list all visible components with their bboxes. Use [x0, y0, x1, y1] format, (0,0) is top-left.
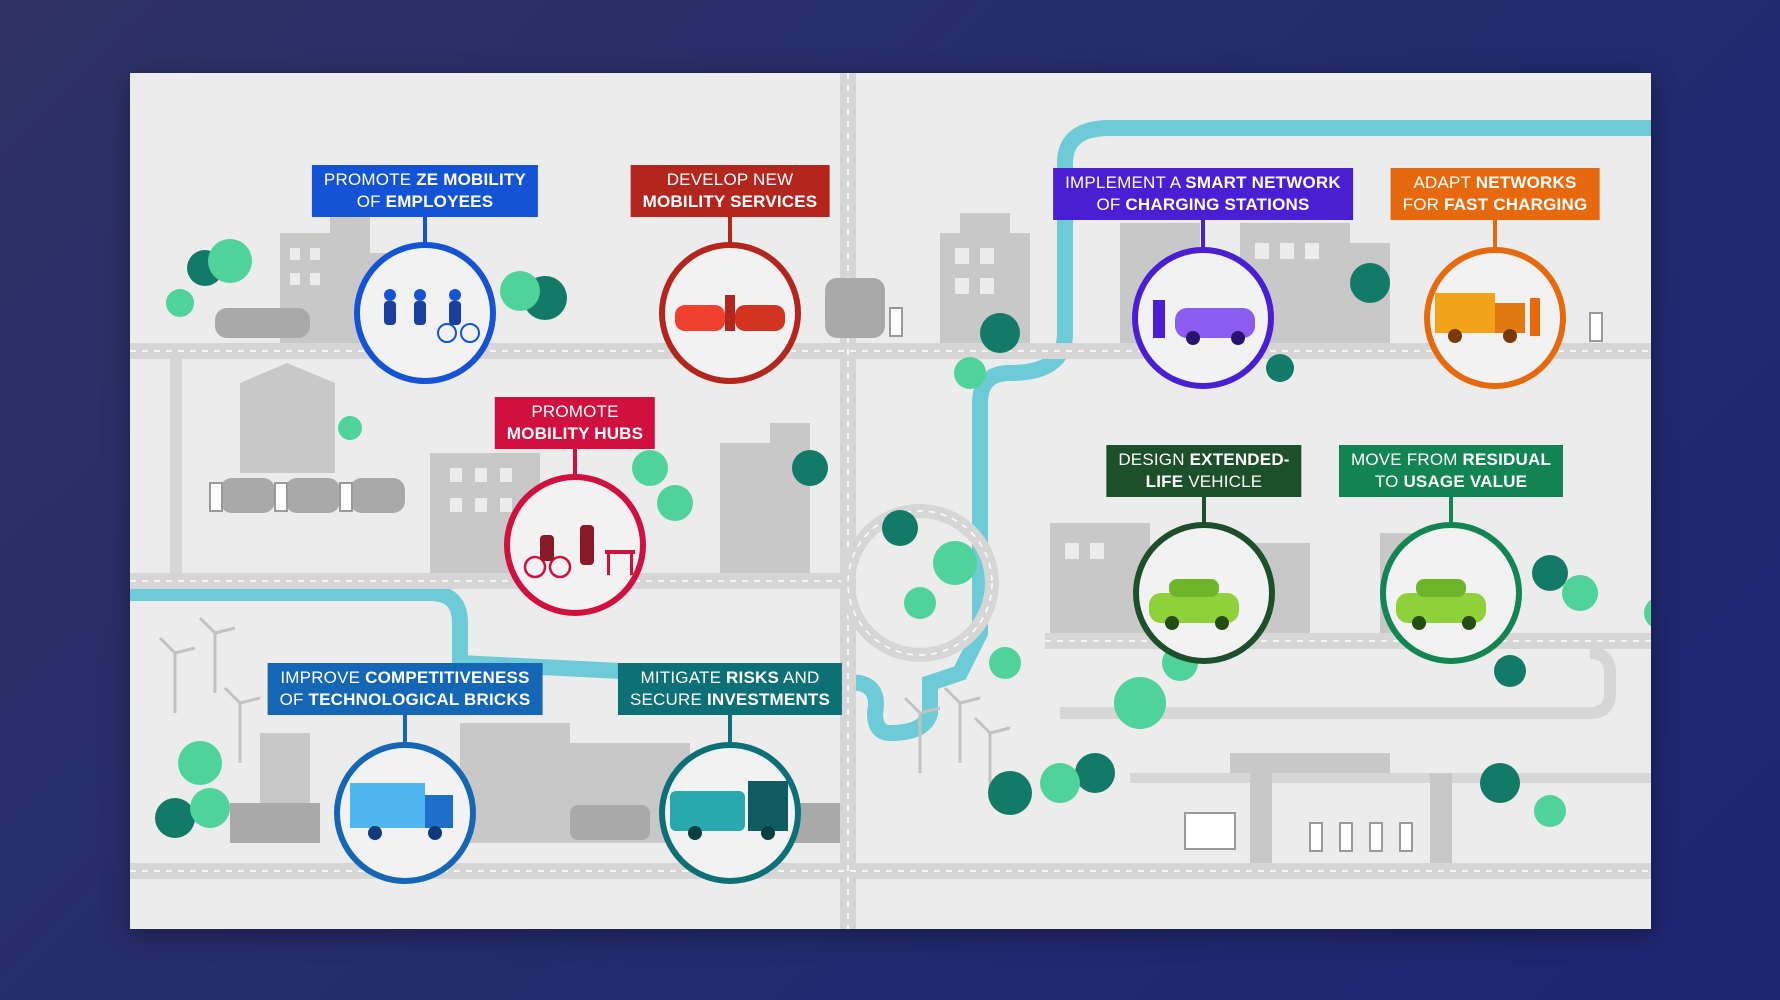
label-text: FOR	[1402, 195, 1445, 214]
step-circle-extended-life	[1133, 491, 1275, 664]
vignette-greencar	[1396, 579, 1486, 630]
step-circle-ze-mobility	[354, 211, 496, 384]
label-text: MITIGATE	[640, 668, 727, 687]
wind-turbines	[158, 616, 1011, 793]
label-mobility-hubs: PROMOTE MOBILITY HUBS	[494, 397, 656, 449]
label-text: DESIGN	[1118, 450, 1190, 469]
roundabout	[841, 504, 999, 662]
label-text-bold: USAGE VALUE	[1403, 472, 1528, 491]
loop-road	[1060, 647, 1616, 719]
label-text-bold: RESIDUAL	[1462, 450, 1552, 469]
label-text-bold: SMART NETWORK	[1185, 173, 1341, 192]
label-text-bold: NETWORKS	[1475, 173, 1577, 192]
city-scene	[130, 73, 1651, 929]
label-text: OF	[1096, 195, 1126, 214]
label-text-bold: TECHNOLOGICAL BRICKS	[308, 690, 531, 709]
label-technological-bricks: IMPROVE COMPETITIVENESS OF TECHNOLOGICAL…	[267, 663, 543, 715]
vignette-people	[384, 289, 480, 343]
step-circle-smart-network	[1132, 214, 1274, 389]
label-mobility-services: DEVELOP NEW MOBILITY SERVICES	[630, 165, 830, 217]
vignette-bus	[670, 781, 788, 840]
label-text: PROMOTE	[323, 170, 417, 189]
vignette-bikes	[523, 525, 635, 579]
label-text-bold: MOBILITY HUBS	[506, 424, 644, 443]
step-circle-usage-value	[1380, 491, 1522, 664]
label-fast-charging: ADAPT NETWORKS FOR FAST CHARGING	[1390, 168, 1600, 220]
step-circle-mobility-hubs	[504, 443, 646, 616]
vignette-truck	[350, 783, 453, 840]
label-smart-network: IMPLEMENT A SMART NETWORK OF CHARGING ST…	[1053, 168, 1353, 220]
label-text: DEVELOP NEW	[666, 170, 794, 189]
label-text-bold: RISKS	[726, 668, 780, 687]
parked-cars	[215, 278, 885, 843]
step-circle-secure-investments	[659, 709, 801, 884]
label-usage-value: MOVE FROM RESIDUAL TO USAGE VALUE	[1338, 445, 1564, 497]
label-text: MOVE FROM	[1350, 450, 1463, 469]
vignette-cars	[675, 295, 785, 331]
label-extended-life: DESIGN EXTENDED- LIFE VEHICLE	[1106, 445, 1302, 497]
label-text: AND	[779, 668, 820, 687]
label-text: SECURE	[629, 690, 707, 709]
label-text: TO	[1374, 472, 1404, 491]
label-text-bold: EXTENDED-	[1189, 450, 1290, 469]
label-ze-mobility: PROMOTE ZE MOBILITY OF EMPLOYEES	[311, 165, 539, 217]
label-text: OF	[279, 690, 309, 709]
label-secure-investments: MITIGATE RISKS AND SECURE INVESTMENTS	[617, 663, 843, 715]
label-text-bold: LIFE	[1145, 472, 1184, 491]
label-text: VEHICLE	[1183, 472, 1263, 491]
label-text: OF	[356, 192, 386, 211]
charging-terminals	[209, 307, 1603, 852]
river	[130, 120, 1651, 742]
vignette-greencar	[1149, 579, 1239, 630]
label-text-bold: ZE MOBILITY	[416, 170, 527, 189]
label-text: PROMOTE	[531, 402, 619, 421]
label-text-bold: CHARGING STATIONS	[1125, 195, 1310, 214]
step-circles	[334, 211, 1566, 884]
label-text: IMPLEMENT A	[1065, 173, 1186, 192]
label-text: ADAPT	[1413, 173, 1476, 192]
infographic-board: PROMOTE ZE MOBILITY OF EMPLOYEES DEVELOP…	[130, 73, 1651, 929]
windows	[290, 243, 1319, 559]
label-text-bold: COMPETITIVENESS	[365, 668, 530, 687]
step-circle-fast-charging	[1424, 214, 1566, 389]
label-text-bold: FAST CHARGING	[1444, 195, 1588, 214]
step-circle-mobility-services	[659, 211, 801, 384]
label-text-bold: INVESTMENTS	[706, 690, 831, 709]
vignette-charge	[1153, 300, 1255, 345]
label-text-bold: EMPLOYEES	[385, 192, 494, 211]
label-text: IMPROVE	[280, 668, 366, 687]
vignette-van	[1435, 293, 1540, 343]
step-circle-technological-bricks	[334, 709, 476, 884]
label-text-bold: MOBILITY SERVICES	[642, 192, 818, 211]
